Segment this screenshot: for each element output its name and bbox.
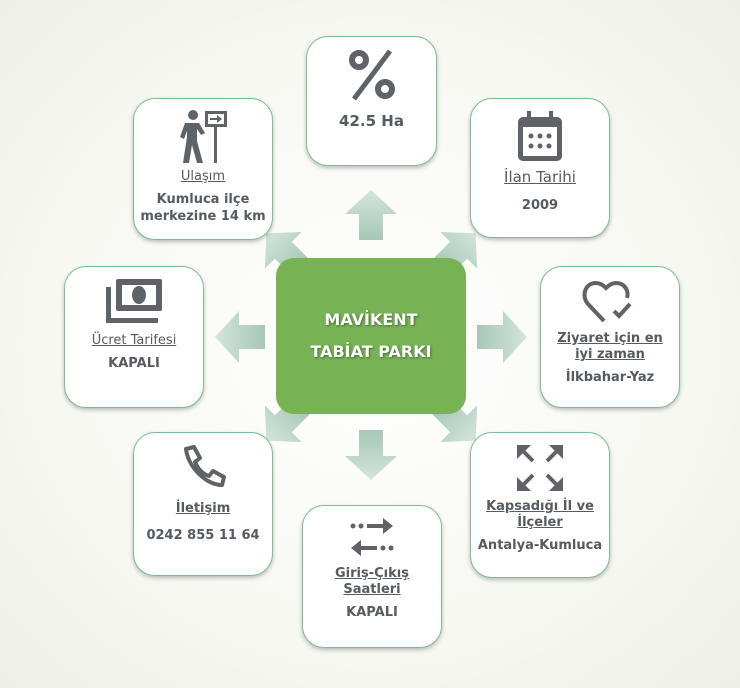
hiker-sign-icon xyxy=(180,110,227,163)
node-contact: İletişim 0242 855 11 64 xyxy=(133,432,273,576)
arrow-down xyxy=(345,430,397,480)
fee-label: Ücret Tarifesi xyxy=(91,333,177,348)
arrow-right xyxy=(477,311,527,363)
area-value: 42.5 Ha xyxy=(339,112,404,130)
node-transport: Ulaşım Kumluca ilçe merkezine 14 km xyxy=(133,98,273,240)
node-fee: Ücret Tarifesi KAPALI xyxy=(64,266,204,408)
arrow-left xyxy=(215,311,265,363)
center-line2: TABİAT PARKI xyxy=(310,342,432,361)
node-hours: Giriş-Çıkış Saatleri KAPALI xyxy=(302,505,442,648)
node-region: Kapsadığı İl ve İlçeler Antalya-Kumluca xyxy=(470,432,610,578)
center-title: MAVİKENT TABİAT PARKI xyxy=(276,258,466,414)
visit-value: İlkbahar-Yaz xyxy=(565,370,655,385)
region-label: Kapsadığı İl ve İlçeler xyxy=(486,499,594,530)
center-line1: MAVİKENT xyxy=(324,310,418,329)
calendar-icon xyxy=(518,111,562,161)
date-value: 2009 xyxy=(521,198,559,213)
transport-label: Ulaşım xyxy=(180,169,226,184)
contact-label: İletişim xyxy=(175,501,231,516)
hours-label: Giriş-Çıkış Saatleri xyxy=(335,566,409,597)
heart-check-icon xyxy=(582,280,632,323)
fee-value: KAPALI xyxy=(108,356,160,371)
percent-icon xyxy=(348,49,395,101)
transport-value: Kumluca ilçe merkezine 14 km xyxy=(140,192,266,224)
visit-label: Ziyaret için en iyi zaman xyxy=(557,331,663,362)
node-area: 42.5 Ha xyxy=(306,36,437,166)
node-visit: Ziyaret için en iyi zaman İlkbahar-Yaz xyxy=(540,266,680,408)
expand-icon xyxy=(517,445,563,491)
node-date: İlan Tarihi 2009 xyxy=(470,98,610,238)
exchange-arrows-icon xyxy=(350,518,394,556)
region-value: Antalya-Kumluca xyxy=(477,538,603,553)
phone-icon xyxy=(184,445,226,487)
date-label: İlan Tarihi xyxy=(504,168,576,186)
money-icon xyxy=(106,279,162,323)
contact-value: 0242 855 11 64 xyxy=(146,528,260,543)
arrow-up xyxy=(345,190,397,240)
hours-value: KAPALI xyxy=(346,605,398,620)
